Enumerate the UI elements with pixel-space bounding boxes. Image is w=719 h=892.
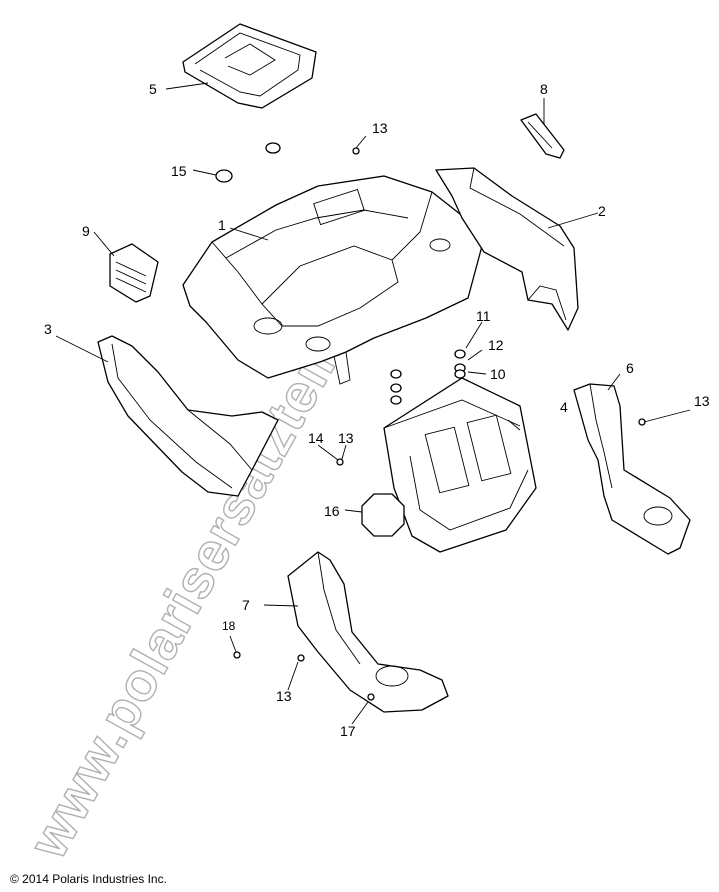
part-15-nut: [215, 142, 281, 183]
callout-13-right: 13: [694, 393, 710, 409]
hardware-13-17-18: [233, 651, 375, 701]
callouts: 5 8 13 15 1 2 9 3 11 12 10 6 13 4 14 13 …: [44, 81, 710, 739]
part-6-right-fender: [573, 383, 691, 555]
part-8-bracket: [520, 113, 565, 159]
callout-9: 9: [82, 223, 90, 239]
part-1-rear-tub: [182, 175, 483, 385]
callout-13-top: 13: [372, 120, 388, 136]
callout-14: 14: [308, 430, 324, 446]
part-3-left-panel: [97, 335, 279, 497]
callout-13-bottom: 13: [276, 688, 292, 704]
callout-2: 2: [598, 203, 606, 219]
callout-3: 3: [44, 321, 52, 337]
part-13-fastener-top: [352, 147, 360, 155]
hardware-10-11-12: [390, 349, 466, 405]
leader-lines: [55, 82, 691, 725]
callout-10: 10: [490, 366, 506, 382]
callout-13-mid: 13: [338, 430, 354, 446]
part-5-lid: [182, 23, 317, 109]
callout-12: 12: [488, 337, 504, 353]
part-14-fastener: [336, 458, 344, 466]
part-4-splash-panel: [383, 377, 537, 553]
callout-7: 7: [242, 597, 250, 613]
callout-8: 8: [540, 81, 548, 97]
callout-18: 18: [222, 619, 236, 633]
copyright-notice: © 2014 Polaris Industries Inc.: [10, 872, 167, 886]
callout-15: 15: [171, 163, 187, 179]
part-16-label: [361, 493, 405, 537]
callout-4: 4: [560, 399, 568, 415]
callout-17: 17: [340, 723, 356, 739]
part-2-right-panel: [435, 167, 579, 331]
callout-11: 11: [476, 308, 491, 324]
callout-6: 6: [626, 360, 634, 376]
part-7-left-fender: [287, 551, 449, 713]
callout-1: 1: [218, 217, 226, 233]
callout-16: 16: [324, 503, 340, 519]
part-9-grille: [109, 243, 159, 303]
callout-5: 5: [149, 81, 157, 97]
